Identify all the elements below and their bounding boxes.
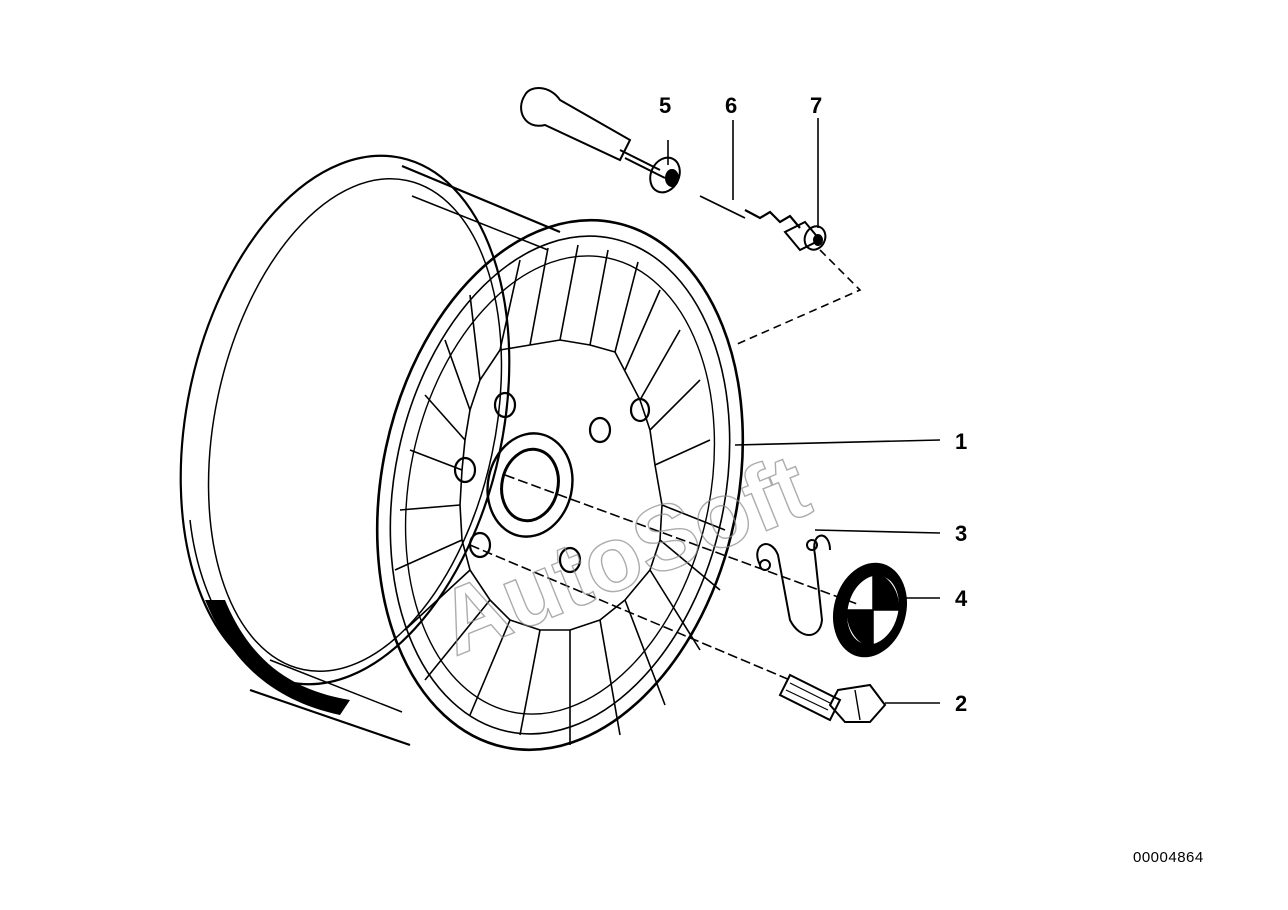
callout-7: 7 [810, 93, 822, 118]
callout-4: 4 [955, 586, 968, 611]
clip-drawing [756, 534, 831, 636]
valve-core-drawing [699, 195, 801, 229]
callout-2: 2 [955, 691, 967, 716]
leader-lines [469, 118, 941, 704]
wheel-rim-drawing [179, 154, 745, 752]
valve-stem-drawing [520, 87, 681, 194]
document-id: 00004864 [1133, 849, 1204, 866]
lug-bolt-drawing [778, 673, 887, 723]
hub-cap-emblem-drawing [833, 562, 907, 658]
valve-cap-drawing [783, 220, 827, 252]
callout-6: 6 [725, 93, 737, 118]
callout-1: 1 [955, 429, 967, 454]
callout-5: 5 [659, 93, 671, 118]
callout-3: 3 [955, 521, 967, 546]
